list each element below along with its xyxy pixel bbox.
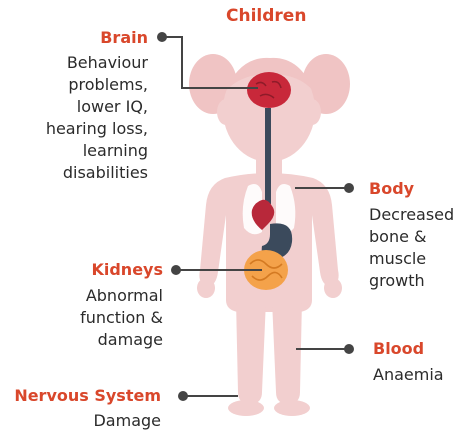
dot-nervous [178,391,188,401]
hand-left [197,278,215,298]
kidneys-description: Abnormal function & damage [80,285,163,351]
dot-kidneys [171,265,181,275]
blood-description: Anaemia [373,364,444,386]
body-line: bone & [369,226,454,248]
dot-blood [344,344,354,354]
brain-description: Behaviour problems, lower IQ, hearing lo… [46,52,148,184]
nervous-heading: Nervous System [14,386,161,405]
nervous-line: Damage [93,410,161,432]
leg-right [272,300,302,404]
body-line: Decreased [369,204,454,226]
body-line: growth [369,270,454,292]
body-heading: Body [369,179,414,198]
foot-left [228,400,264,416]
nervous-description: Damage [93,410,161,432]
brain-line: Behaviour [46,52,148,74]
brain-line: disabilities [46,162,148,184]
brain-organ [247,72,291,108]
kidneys-line: damage [80,329,163,351]
brain-line: hearing loss, [46,118,148,140]
diagram-title: Children [226,6,306,26]
foot-right [274,400,310,416]
blood-heading: Blood [373,339,424,358]
brain-line: problems, [46,74,148,96]
leg-left [236,300,266,404]
spinal-cord [265,108,271,204]
dot-body [344,183,354,193]
dot-brain [157,32,167,42]
brain-heading: Brain [100,28,148,47]
blood-line: Anaemia [373,364,444,386]
body-line: muscle [369,248,454,270]
hand-right [324,278,342,298]
brain-line: lower IQ, [46,96,148,118]
kidneys-heading: Kidneys [91,260,163,279]
kidneys-line: Abnormal [80,285,163,307]
brain-line: learning [46,140,148,162]
kidneys-line: function & [80,307,163,329]
body-description: Decreased bone & muscle growth [369,204,454,292]
